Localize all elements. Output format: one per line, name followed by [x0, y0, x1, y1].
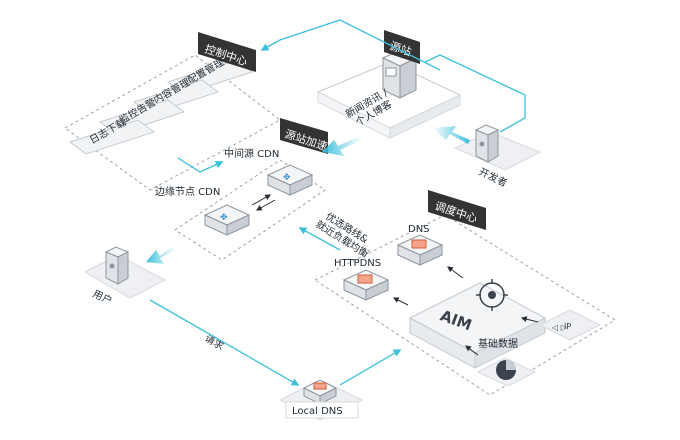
edge-to-mid-arrow — [251, 194, 272, 206]
local-dns-node[interactable] — [302, 379, 338, 405]
control-center-panel — [64, 54, 281, 191]
ip-arrows-icon: ◁ ▷ — [551, 323, 568, 332]
dns-node[interactable] — [396, 234, 444, 266]
ip-to-aim-arrow — [520, 316, 539, 323]
mid-cdn-label: 中间源 CDN — [224, 147, 279, 160]
httpdns-label: HTTPDNS — [334, 258, 381, 269]
edge-cdn-icon: ✥ — [220, 213, 228, 223]
edge-cdn-node[interactable]: ✥ — [203, 204, 251, 236]
developer-group: 开发者 — [453, 124, 542, 189]
control-center-group: 配置管理 内容管理 监控告警 日志下载 控制中心 — [64, 32, 281, 191]
control-to-acceleration-arrow — [177, 157, 224, 173]
mid-cdn-icon: ✥ — [283, 173, 291, 183]
acceleration-tag: 源站加速 — [280, 118, 329, 154]
origin-to-acceleration-fat-arrow — [322, 136, 362, 156]
acceleration-group: ✥ 中间源 CDN ✥ 边缘节点 CDN 源站加速 — [155, 118, 329, 261]
scheduling-to-acceleration-arrow — [298, 227, 341, 251]
origin-group: 新闻资讯 / 个人博客 源站 — [316, 30, 462, 139]
aim-node[interactable]: AIM — [408, 279, 547, 369]
developer-loop-line — [424, 54, 526, 133]
localdns-to-scheduling-arrow — [339, 349, 402, 386]
httpdns-node[interactable] — [342, 269, 390, 301]
aim-to-httpdns-arrow — [392, 297, 409, 306]
ip-node[interactable]: IP ◁ ▷ — [538, 309, 602, 341]
target-icon — [476, 279, 508, 311]
basic-data-label: 基础数据 — [478, 337, 518, 350]
edge-cdn-label: 边缘节点 CDN — [155, 185, 220, 198]
pie-chart-icon — [496, 360, 516, 380]
local-dns-label: Local DNS — [292, 406, 343, 417]
developer-to-origin-fat-arrow — [432, 126, 470, 144]
acceleration-to-user-fat-arrow — [146, 246, 175, 264]
user-label: 用户 — [91, 287, 115, 307]
basic-data-node[interactable] — [476, 357, 537, 387]
dns-label: DNS — [408, 224, 430, 235]
aim-to-dns-arrow — [447, 266, 464, 279]
local-dns-group: Local DNS — [278, 379, 364, 421]
user-to-localdns-arrow — [149, 299, 300, 386]
developer-icon — [474, 124, 500, 163]
ip-label: IP — [564, 322, 571, 331]
origin-to-control-arrow — [260, 19, 441, 71]
user-icon — [104, 246, 130, 285]
data-to-aim-arrow — [465, 345, 479, 356]
mid-to-edge-arrow — [255, 199, 276, 211]
scheduling-group: DNS HTTPDNS AIM — [313, 190, 616, 396]
mid-cdn-node[interactable]: ✥ — [266, 164, 314, 196]
